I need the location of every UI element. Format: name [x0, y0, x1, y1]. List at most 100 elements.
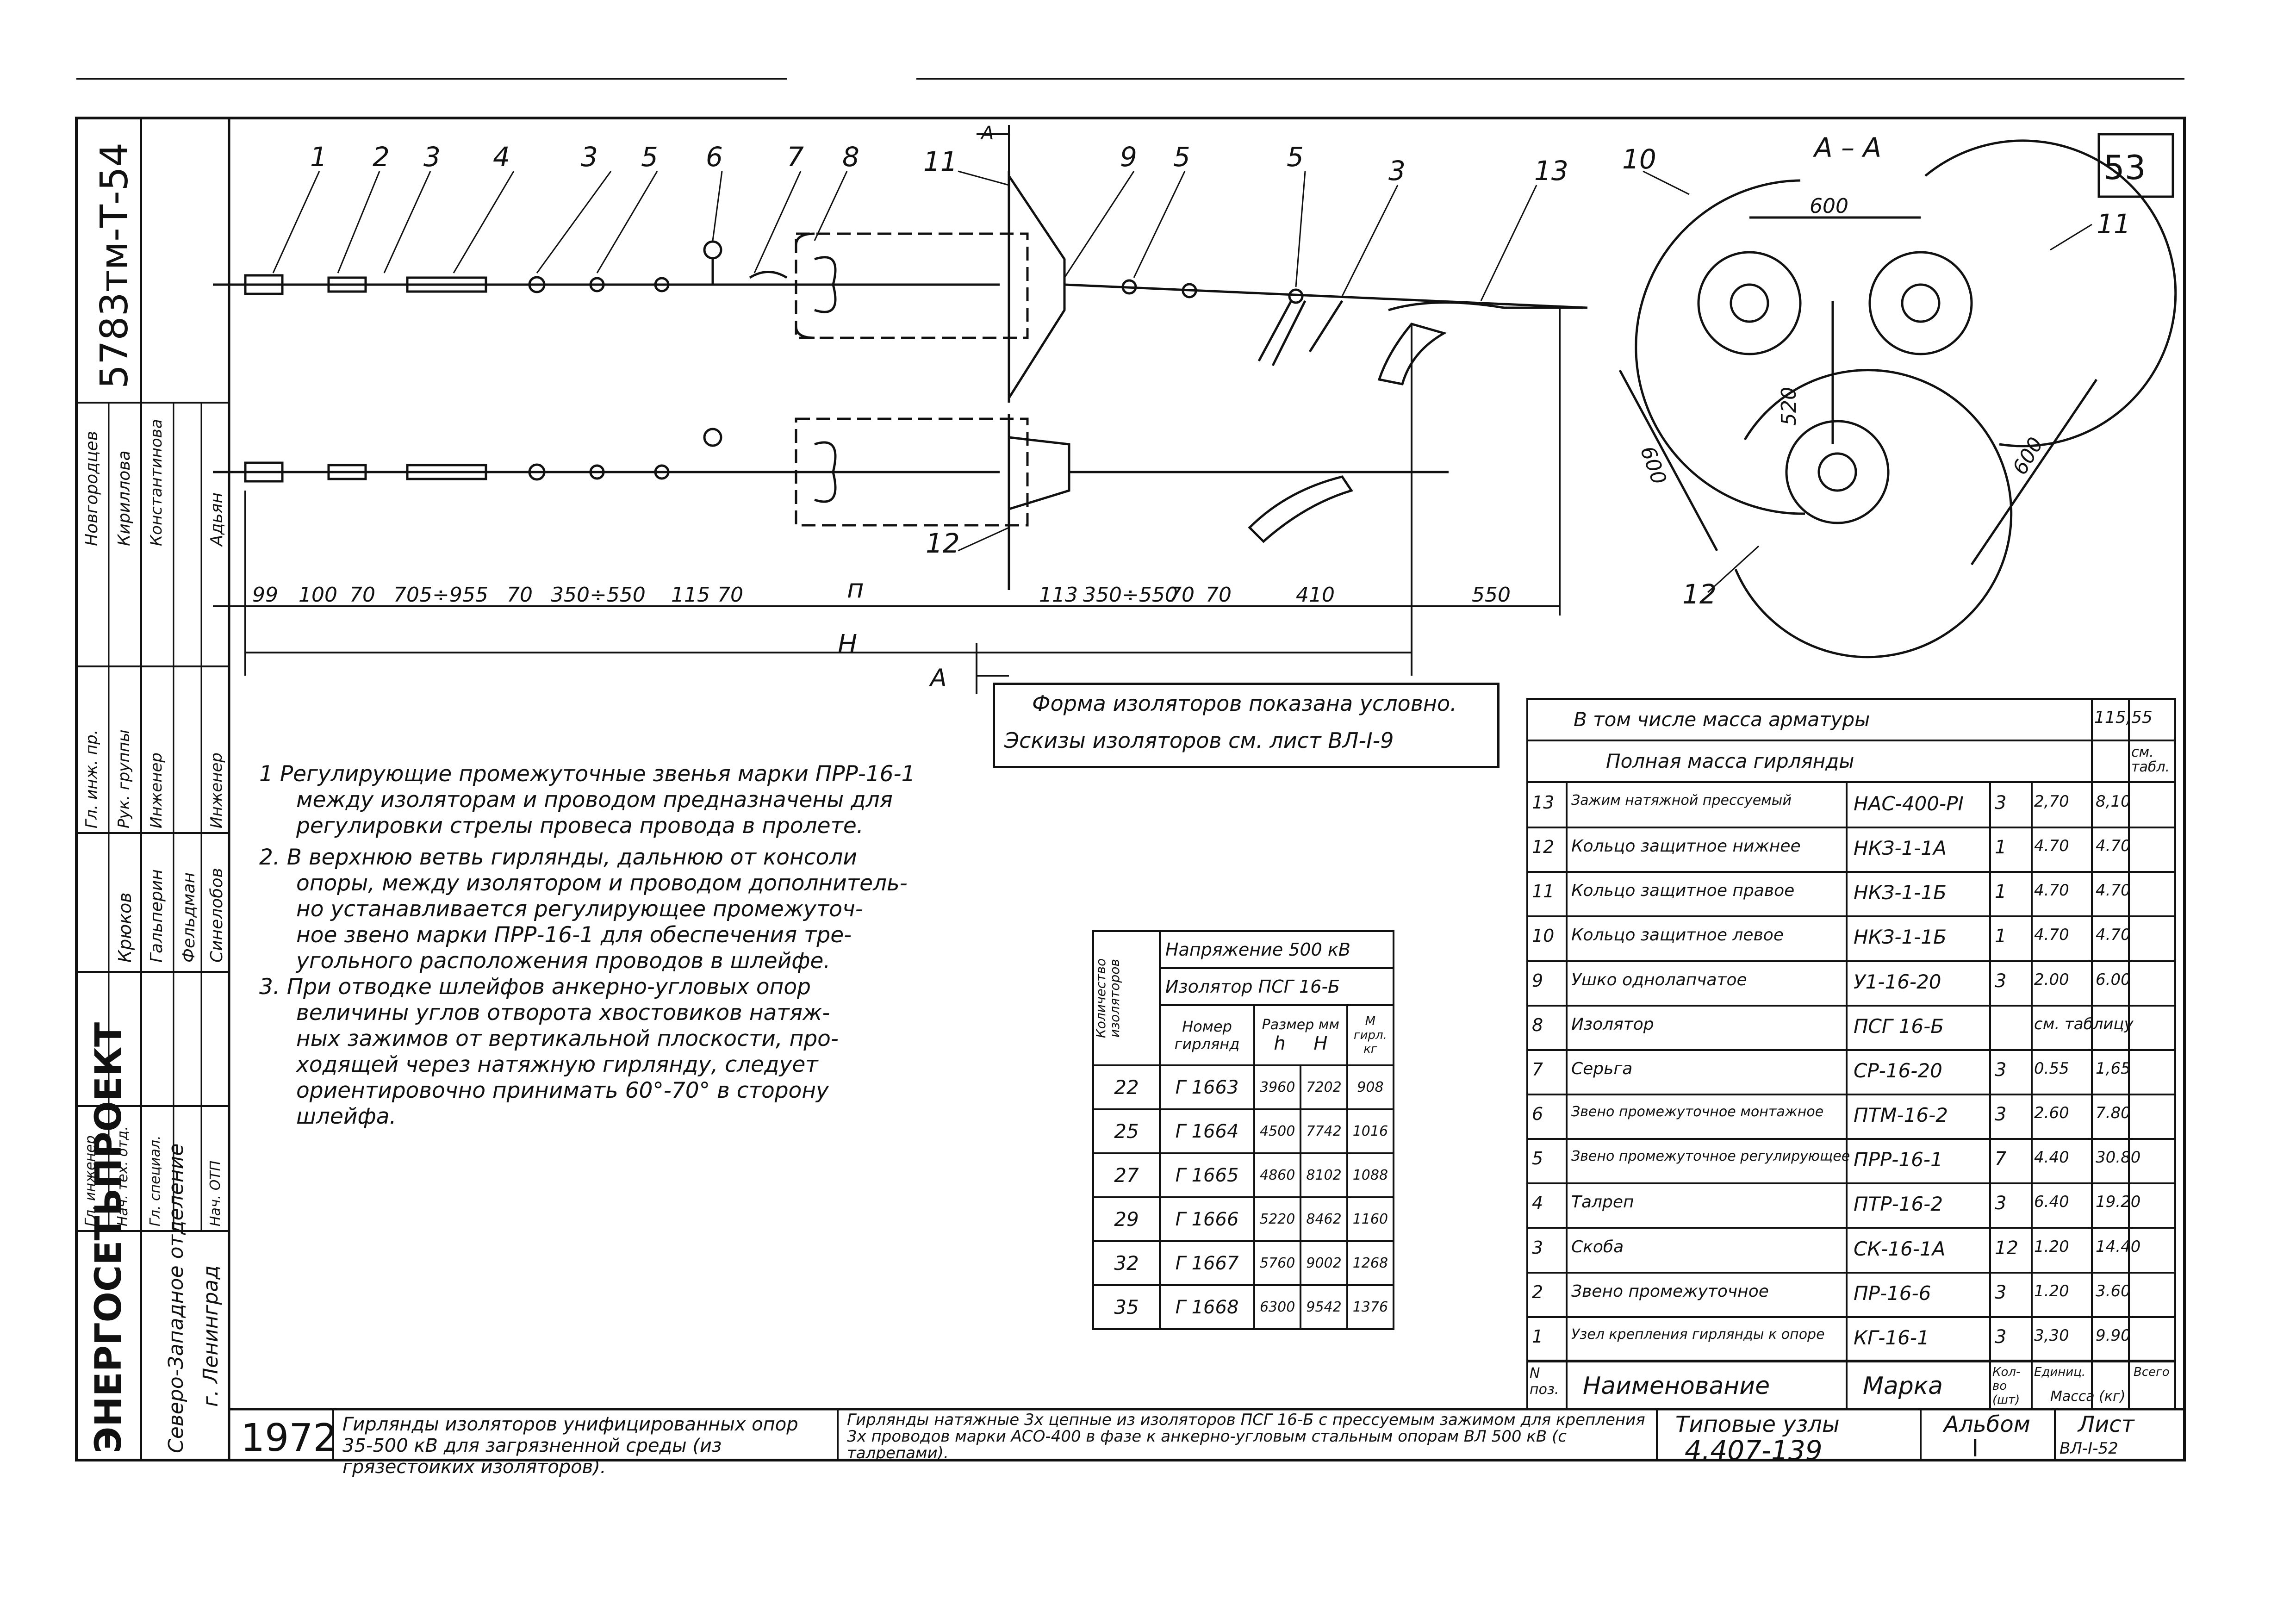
spec-unit: 4.40 [2034, 1148, 2069, 1167]
spec-pos: 3 [1532, 1237, 1543, 1258]
qty-cell: 32 [1092, 1240, 1161, 1286]
armature-value: 115,55 [2094, 708, 2153, 727]
note-line: угольного расположения проводов в шлейфе… [296, 948, 831, 974]
mass-cell: 1376 [1346, 1284, 1395, 1330]
insulator-note-line-1: Форма изоляторов показана условно. [1032, 691, 1457, 716]
spec-qty: 3 [1995, 1326, 2007, 1348]
spec-unit: 1.20 [2034, 1237, 2069, 1256]
mass-cell: 1016 [1346, 1108, 1395, 1154]
number-cell: Г 1666 [1159, 1196, 1255, 1242]
org-city: г. Ленинград [199, 1265, 223, 1407]
spec-total: 1,65 [2096, 1059, 2131, 1078]
sig-name-4: Крюков [115, 892, 135, 963]
spec-name: Талреп [1571, 1193, 1634, 1212]
callout-3: 3 [423, 141, 441, 173]
sig-name-7: Синелобов [207, 868, 226, 963]
spec-unit: 4.70 [2034, 881, 2069, 900]
sig-role-1: Рук. группы [115, 729, 133, 828]
section-marker-top: A [981, 123, 994, 144]
spec-total: 7.80 [2096, 1104, 2131, 1123]
dimension-lines [213, 125, 1561, 694]
spec-qty: 1 [1995, 881, 2007, 903]
upper-string [213, 171, 1588, 403]
head-mass: Масса (кг) [2050, 1388, 2126, 1405]
spec-mark: У1-16-20 [1854, 970, 1941, 993]
dim-total-H: H [838, 629, 858, 659]
spec-mark: СК-16-1А [1854, 1237, 1946, 1260]
size-label: Размер мм [1262, 1016, 1340, 1033]
spec-qty: 3 [1995, 1059, 2007, 1081]
callout-5c: 5 [1287, 141, 1304, 173]
head-pos: N поз. [1530, 1365, 1559, 1398]
spec-name: Кольцо защитное левое [1571, 926, 1784, 945]
mass-cell: 1160 [1346, 1196, 1395, 1242]
number-cell: Г 1663 [1159, 1064, 1255, 1110]
qty-cell: 29 [1092, 1196, 1161, 1242]
spec-pos: 11 [1532, 881, 1555, 902]
callout-8: 8 [842, 141, 859, 173]
sig-name-5: Гальперин [147, 869, 166, 963]
dim-n: п [847, 574, 864, 604]
h-cell: 5760 [1253, 1240, 1302, 1286]
callout-12b: 12 [1682, 578, 1717, 610]
spec-qty: 3 [1995, 792, 2007, 814]
spec-mark: ПСГ 16-Б [1854, 1014, 1944, 1038]
leader-lines [272, 170, 2092, 593]
callout-7: 7 [787, 141, 804, 173]
full-label: Полная масса гирлянды [1606, 750, 1854, 772]
dim-70d: 70 [1169, 583, 1195, 607]
spec-qty: 3 [1995, 1281, 2007, 1303]
qty-cell: 25 [1092, 1108, 1161, 1154]
spec-name: Серьга [1571, 1059, 1633, 1078]
note-line: шлейфа. [296, 1104, 397, 1129]
org-branch: Северо-Западное отделение [164, 1143, 188, 1453]
insulator-table: Количество изоляторов Напряжение 500 кВ … [1092, 930, 1395, 1330]
spec-pos: 7 [1532, 1059, 1543, 1080]
qty-cell: 35 [1092, 1284, 1161, 1330]
section-rings [1618, 139, 2177, 659]
spec-name: Звено промежуточное регулирующее [1571, 1148, 1850, 1165]
note-line: ориентировочно принимать 60°-70° в сторо… [296, 1078, 829, 1103]
note-line: между изоляторам и проводом предназначен… [296, 787, 893, 813]
spec-name: Зажим натяжной прессуемый [1571, 792, 1792, 808]
sig-role-6: Гл. специал. [147, 1135, 163, 1226]
sig-role-0: Гл. инж. пр. [82, 729, 101, 828]
qty-header-cell: Количество изоляторов [1092, 930, 1161, 1066]
spec-pos: 1 [1532, 1326, 1543, 1347]
spec-total: 14.40 [2096, 1237, 2141, 1256]
sig-name-2: Константинова [147, 419, 166, 546]
album-value: I [1972, 1435, 1979, 1462]
number-cell: Г 1668 [1159, 1284, 1255, 1330]
qty-header: Количество изоляторов [1093, 958, 1122, 1038]
spec-mark: НАС-400-РІ [1854, 792, 1964, 815]
callout-10: 10 [1622, 143, 1656, 175]
note-line: 2. В верхнюю ветвь гирлянды, дальнюю от … [259, 845, 857, 870]
sheet-label: Лист [2078, 1412, 2134, 1437]
spec-pos: 13 [1532, 792, 1555, 813]
h-cell: 5220 [1253, 1196, 1302, 1242]
spec-name: Кольцо защитное нижнее [1571, 837, 1801, 856]
dim-100: 100 [299, 583, 337, 607]
spec-pos: 4 [1532, 1193, 1543, 1213]
spec-unit: 4.70 [2034, 837, 2069, 856]
sig-name-1: Кириллова [115, 450, 134, 546]
album-label: Альбом [1944, 1412, 2030, 1437]
spec-unit: 2.60 [2034, 1104, 2069, 1123]
section-dim-vertical: 520 [1777, 387, 1801, 426]
note-line: ных зажимов от вертикальной плоскости, п… [296, 1026, 839, 1051]
note-line: 1 Регулирующие промежуточные звенья марк… [259, 761, 915, 787]
spec-total: 4.70 [2096, 837, 2131, 856]
spec-qty: 7 [1995, 1148, 2007, 1170]
spec-name: Скоба [1571, 1237, 1624, 1256]
insulator-note-line-2: Эскизы изоляторов см. лист ВЛ-I-9 [1004, 728, 1394, 753]
sig-role-5: Нач. тех. отд. [115, 1126, 131, 1226]
sig-name-3: Адьян [207, 492, 226, 546]
spec-mark: ПТР-16-2 [1854, 1193, 1943, 1216]
